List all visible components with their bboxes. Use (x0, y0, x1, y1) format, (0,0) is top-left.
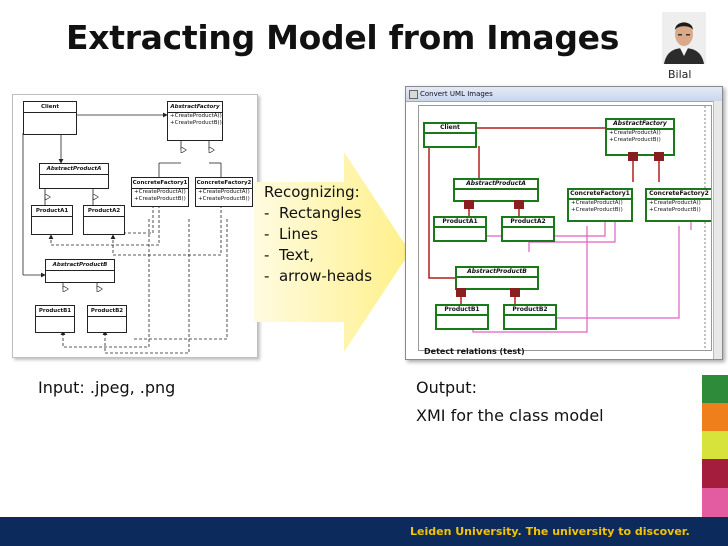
uml-class-product-a1: ProductA1 (31, 205, 73, 235)
output-caption-line2: XMI for the class model (416, 406, 604, 425)
recognition-item: arrow-heads (264, 266, 372, 287)
class-name: ConcreteFactory2 (647, 190, 711, 200)
author-name: Bilal (668, 68, 692, 81)
class-name: AbstractFactory (168, 102, 222, 113)
class-name: ConcreteFactory2 (196, 178, 252, 189)
detected-class-product-a1: ProductA1 (433, 216, 487, 242)
detected-class-client: Client (423, 122, 477, 148)
class-name: Client (24, 102, 76, 113)
input-uml-image: Client AbstractFactory +CreateProductA()… (12, 94, 258, 358)
decor-stripe (702, 488, 728, 517)
operation: +CreateProductB() (649, 207, 701, 213)
class-name: ProductB2 (505, 306, 555, 316)
uml-class-concrete-factory-1: ConcreteFactory1 +CreateProductA() +Crea… (131, 177, 189, 207)
operation: +CreateProductB() (198, 196, 250, 202)
class-name: ProductA1 (435, 218, 485, 228)
person-icon (662, 12, 706, 64)
operation: +CreateProductA() (134, 189, 186, 195)
uml-class-product-b2: ProductB2 (87, 305, 127, 333)
class-name: AbstractFactory (607, 120, 673, 130)
operation: +CreateProductB() (571, 207, 623, 213)
operation: +CreateProductB() (609, 137, 661, 143)
footer-bar: Leiden University. The university to dis… (0, 517, 728, 546)
operation: +CreateProductA() (649, 200, 701, 206)
uml-class-abstract-factory: AbstractFactory +CreateProductA() +Creat… (167, 101, 223, 141)
decor-stripe (702, 459, 728, 488)
decor-stripe (702, 375, 728, 403)
recognition-steps: Recognizing: Rectangles Lines Text, arro… (264, 182, 372, 287)
operation: +CreateProductA() (170, 113, 222, 119)
app-icon (409, 90, 418, 99)
recognition-item: Lines (264, 224, 372, 245)
detected-arrowhead (654, 152, 664, 161)
operation: +CreateProductA() (571, 200, 623, 206)
uml-class-concrete-factory-2: ConcreteFactory2 +CreateProductA() +Crea… (195, 177, 253, 207)
slide-title: Extracting Model from Images (66, 18, 620, 57)
class-name: AbstractProductA (455, 180, 537, 190)
detected-arrowhead (510, 288, 520, 297)
detected-arrowhead (628, 152, 638, 161)
uml-class-abstract-product-a: AbstractProductA (39, 163, 109, 189)
uml-class-abstract-product-b: AbstractProductB (45, 259, 115, 283)
class-name: ConcreteFactory1 (569, 190, 631, 200)
uml-class-client: Client (23, 101, 77, 135)
detected-arrowhead (464, 200, 474, 209)
recognition-item: Text, (264, 245, 372, 266)
detected-class-product-a2: ProductA2 (501, 216, 555, 242)
operation: +CreateProductB() (170, 120, 222, 126)
detected-class-product-b1: ProductB1 (435, 304, 489, 330)
uml-class-product-b1: ProductB1 (35, 305, 75, 333)
class-name: ProductB2 (88, 306, 126, 317)
class-name: ProductA2 (84, 206, 124, 217)
vertical-scrollbar[interactable] (713, 101, 722, 359)
author-photo (662, 12, 706, 64)
operation: +CreateProductB() (134, 196, 186, 202)
class-name: ConcreteFactory1 (132, 178, 188, 189)
class-name: AbstractProductB (457, 268, 537, 278)
window-titlebar: Convert UML Images (406, 87, 722, 102)
status-text: Detect relations (test) (424, 347, 525, 356)
detected-class-product-b2: ProductB2 (503, 304, 557, 330)
operation: +CreateProductA() (609, 130, 661, 136)
output-caption-line1: Output: (416, 378, 477, 397)
detected-class-abstract-factory: AbstractFactory +CreateProductA() +Creat… (605, 118, 675, 156)
class-name: ProductA2 (503, 218, 553, 228)
detection-canvas: Client AbstractFactory +CreateProductA()… (418, 105, 712, 351)
output-app-window: Convert UML Images Client AbstractFactor… (405, 86, 723, 360)
recognition-item: Rectangles (264, 203, 372, 224)
recognition-heading: Recognizing: (264, 183, 360, 201)
class-name: AbstractProductB (46, 260, 114, 271)
class-name: ProductB1 (36, 306, 74, 317)
detected-class-concrete-factory-1: ConcreteFactory1 +CreateProductA() +Crea… (567, 188, 633, 222)
class-name: Client (425, 124, 475, 134)
decor-stripe (702, 431, 728, 459)
window-title: Convert UML Images (420, 90, 493, 98)
class-name: ProductB1 (437, 306, 487, 316)
class-name: ProductA1 (32, 206, 72, 217)
class-name: AbstractProductA (40, 164, 108, 175)
input-caption: Input: .jpeg, .png (38, 378, 176, 397)
detected-class-abstract-product-a: AbstractProductA (453, 178, 539, 202)
decor-stripe (702, 403, 728, 431)
detected-arrowhead (514, 200, 524, 209)
detected-class-abstract-product-b: AbstractProductB (455, 266, 539, 290)
detected-class-concrete-factory-2: ConcreteFactory2 +CreateProductA() +Crea… (645, 188, 711, 222)
detected-arrowhead (456, 288, 466, 297)
uml-class-product-a2: ProductA2 (83, 205, 125, 235)
operation: +CreateProductA() (198, 189, 250, 195)
footer-slogan: Leiden University. The university to dis… (410, 525, 690, 538)
